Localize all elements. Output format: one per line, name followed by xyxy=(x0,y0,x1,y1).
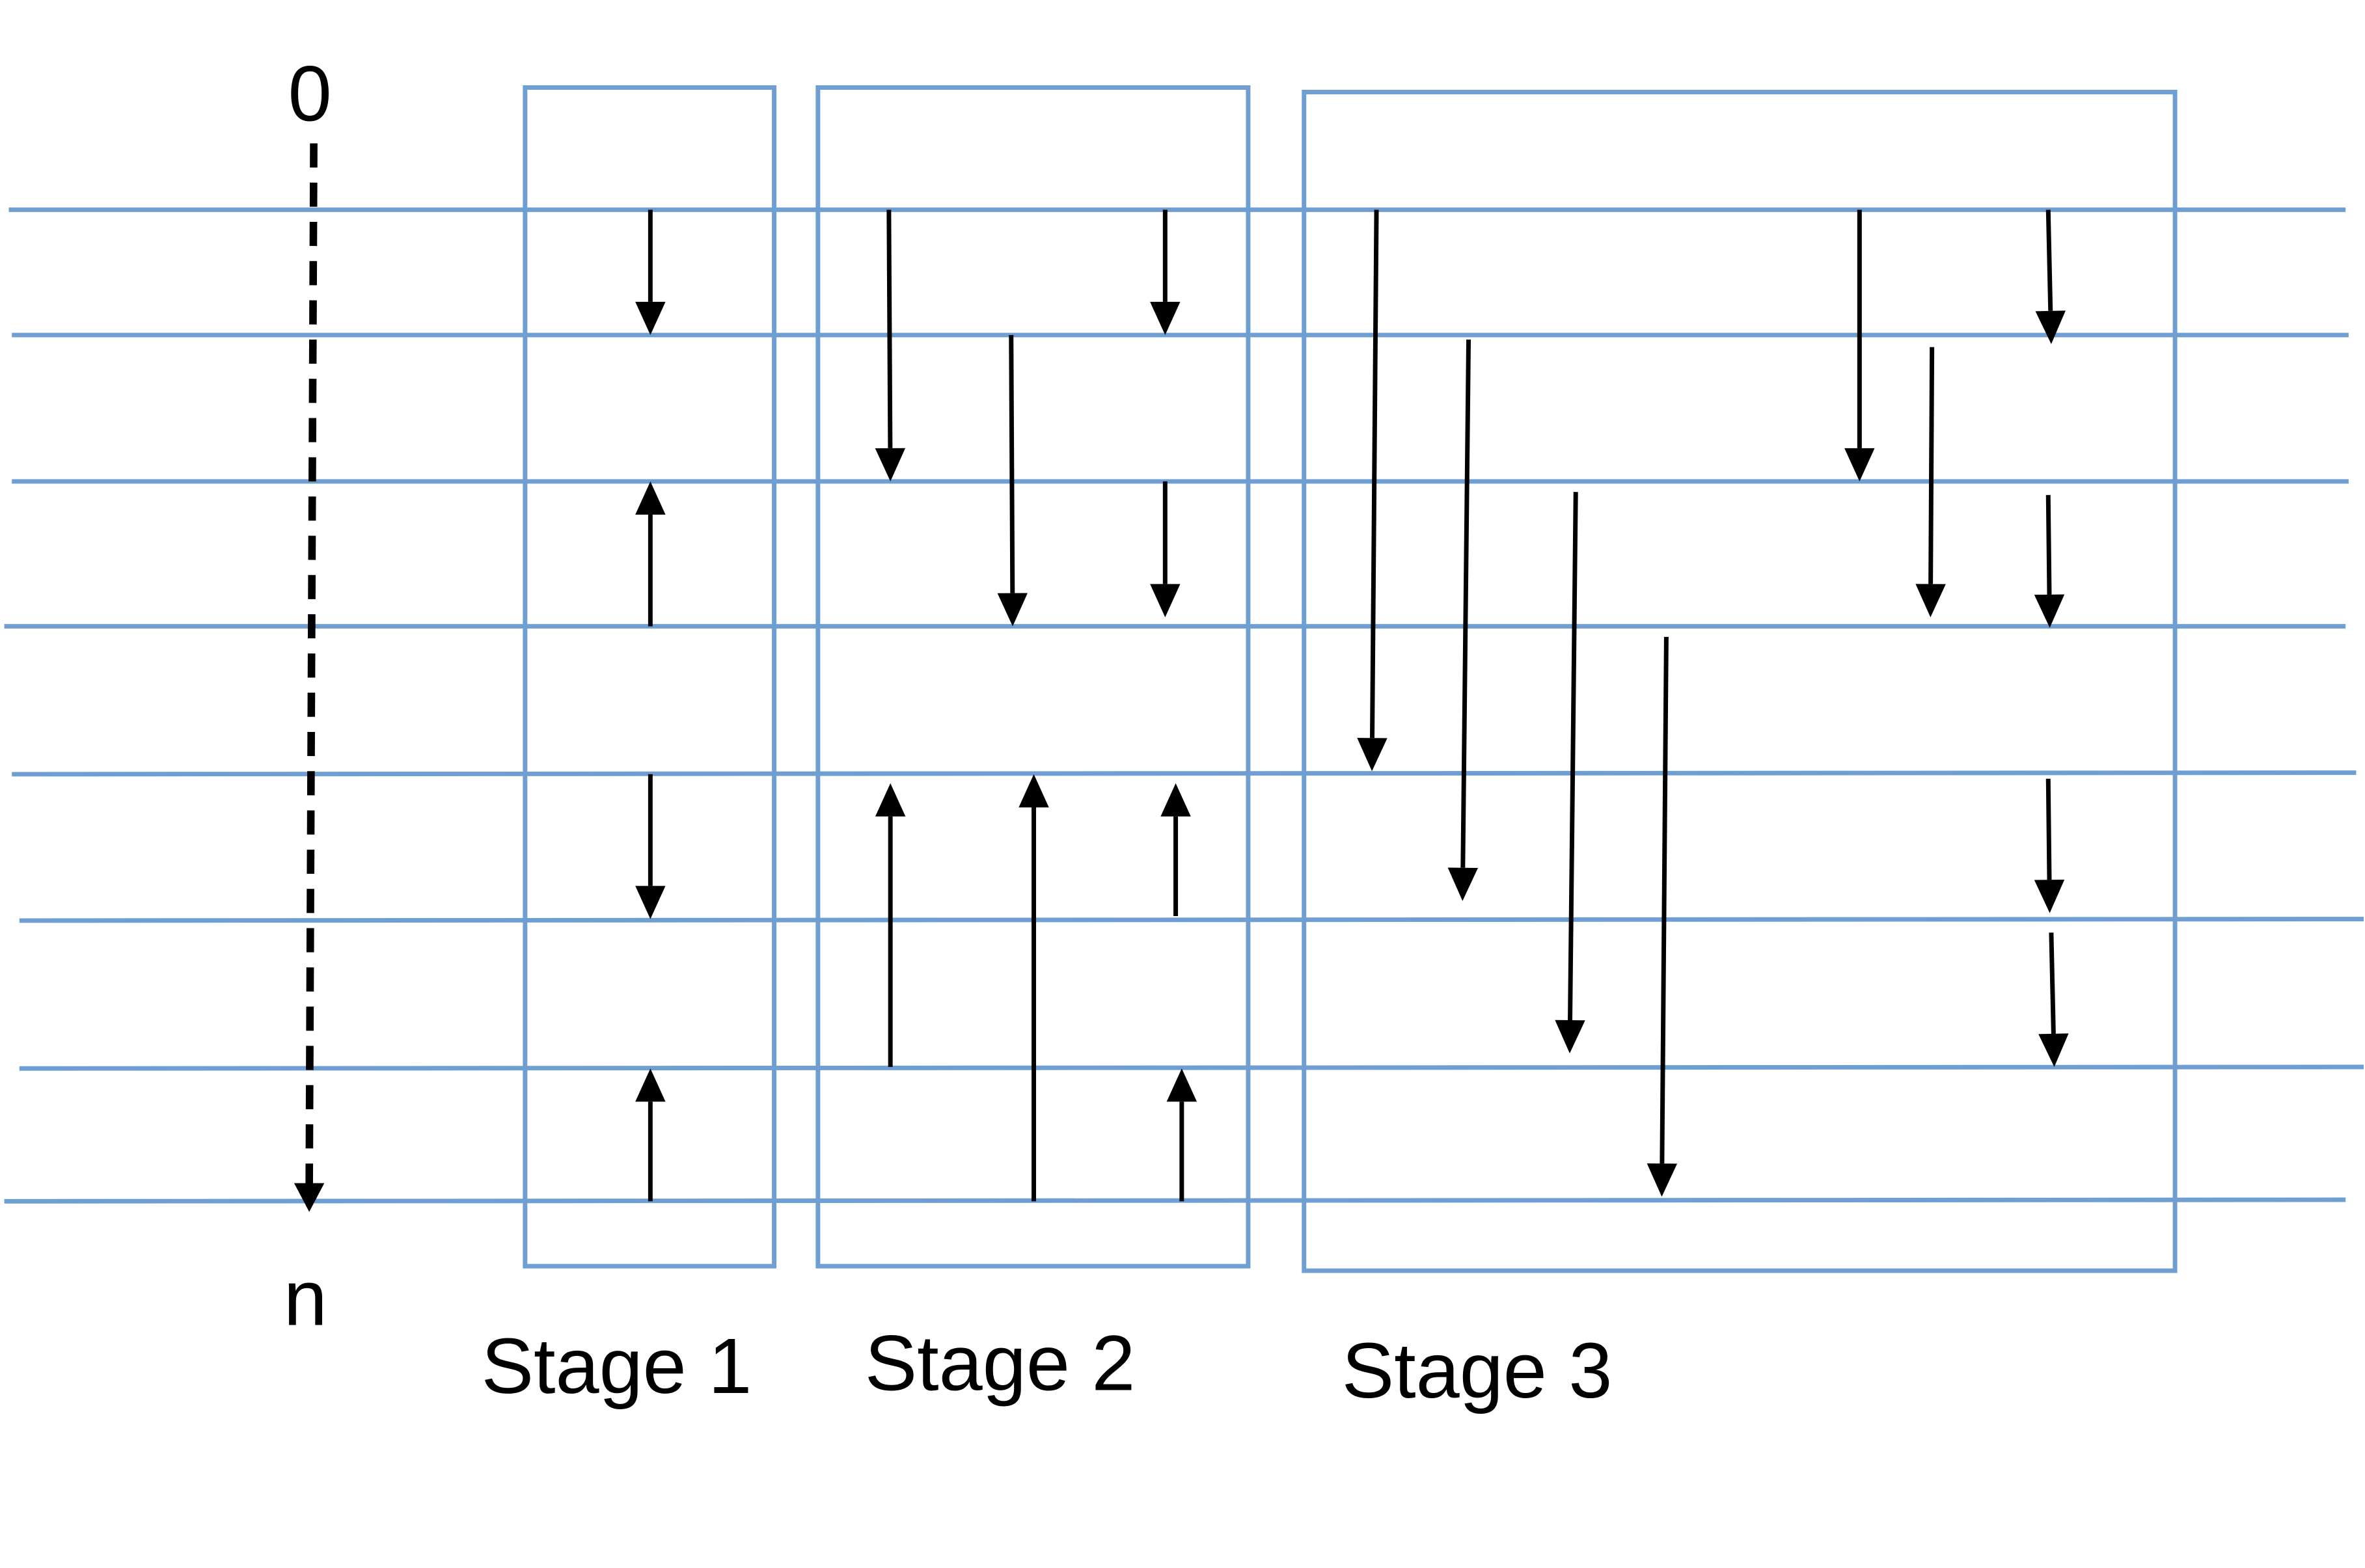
arrow-head xyxy=(635,885,666,919)
stage-1-label: Stage 1 xyxy=(482,1322,752,1410)
arrow-head xyxy=(2034,594,2065,628)
arrow-head xyxy=(875,783,906,817)
arrow-shaft xyxy=(2045,778,2052,880)
arrow-shaft xyxy=(1660,636,1669,1164)
arrow-shaft xyxy=(2049,932,2056,1034)
arrow-shaft xyxy=(1568,492,1578,1021)
arrow-head xyxy=(1647,1163,1678,1197)
arrow-shaft xyxy=(2045,210,2053,311)
axis-start-label: 0 xyxy=(288,50,332,138)
stage-1-box xyxy=(523,85,777,1269)
arrow-shaft xyxy=(2045,494,2052,595)
arrows-group xyxy=(635,210,2069,1202)
arrow-head xyxy=(2034,880,2065,913)
axis-arrow-head xyxy=(294,1183,325,1212)
arrow-shaft xyxy=(1370,210,1379,738)
horizontal-line xyxy=(12,770,2357,777)
horizontal-lines xyxy=(4,207,2364,1204)
arrow-head xyxy=(1844,448,1875,481)
arrow-head xyxy=(1555,1020,1585,1054)
arrow-head xyxy=(997,593,1028,627)
stage-2-label: Stage 2 xyxy=(865,1319,1136,1407)
arrow-head xyxy=(1166,1068,1197,1102)
arrow-head xyxy=(1915,584,1946,617)
stage-2-box xyxy=(815,85,1251,1269)
horizontal-line xyxy=(19,917,2364,923)
arrow-shaft xyxy=(1928,347,1935,584)
horizontal-line xyxy=(19,1064,2364,1071)
axis-dashed-line xyxy=(305,143,318,1185)
arrow-head xyxy=(2038,1033,2069,1067)
arrow-head xyxy=(2035,310,2066,344)
arrow-shaft xyxy=(1009,334,1015,593)
arrow-head xyxy=(1018,774,1049,807)
arrow-head xyxy=(635,1068,666,1102)
arrow-head xyxy=(1150,301,1181,335)
arrow-head xyxy=(1447,867,1479,901)
arrow-shaft xyxy=(886,210,893,448)
arrow-head xyxy=(1357,738,1388,772)
axis-end-label: n xyxy=(284,1254,327,1342)
arrow-head xyxy=(635,481,666,515)
stage-3-label: Stage 3 xyxy=(1342,1327,1613,1414)
arrow-head xyxy=(875,448,906,481)
stage-3-box xyxy=(1302,90,2178,1273)
arrow-head xyxy=(635,301,666,335)
arrow-head xyxy=(1160,783,1191,817)
horizontal-line xyxy=(4,1197,2346,1204)
arrow-head xyxy=(1150,584,1181,617)
arrow-shaft xyxy=(1460,339,1471,868)
